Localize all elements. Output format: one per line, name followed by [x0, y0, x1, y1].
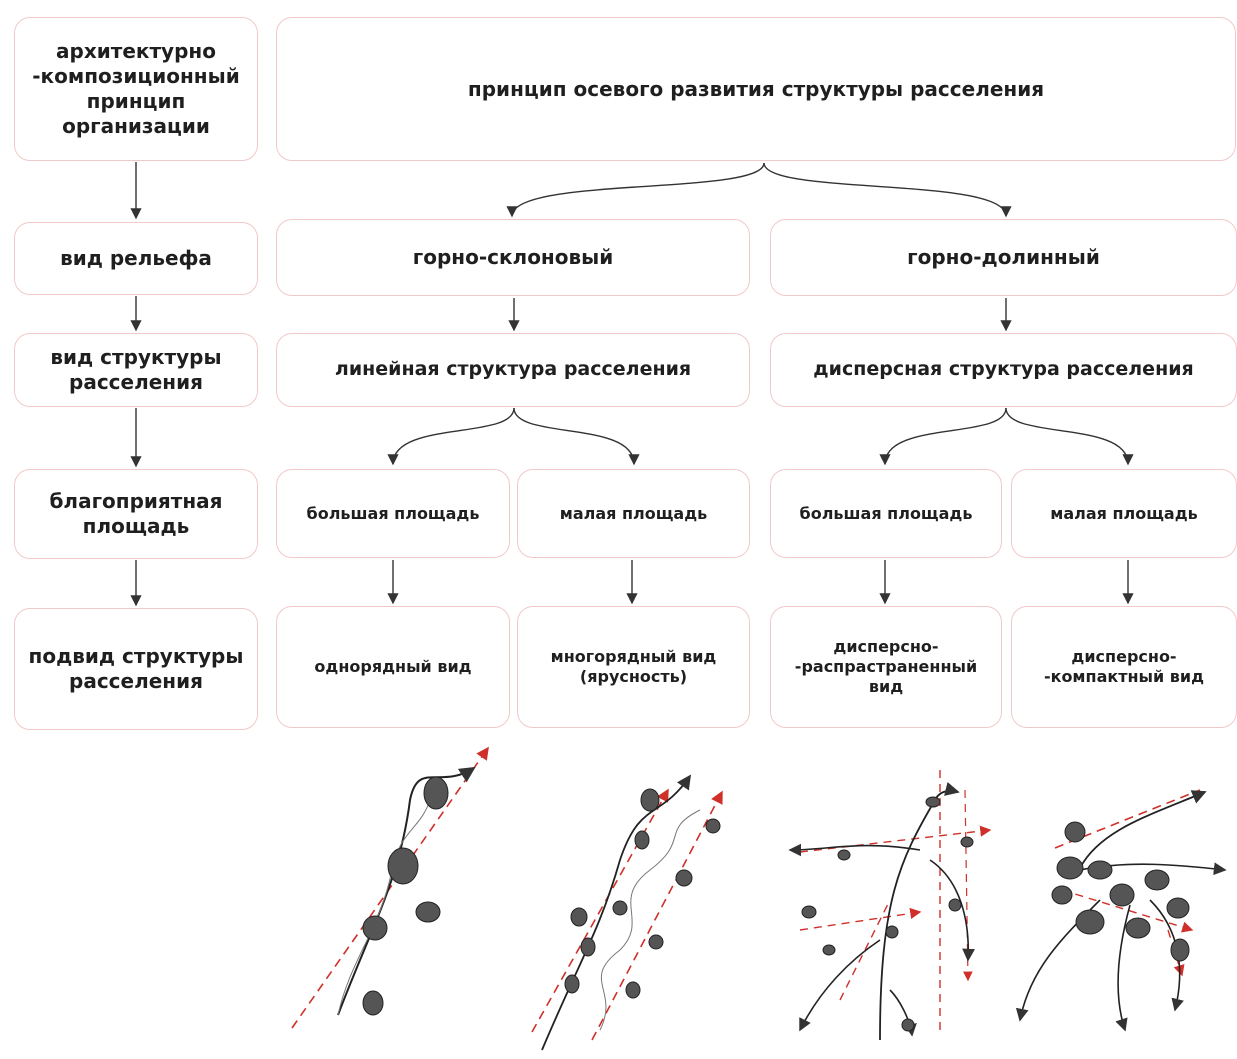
sketch-multi-row	[531, 774, 723, 1051]
dispersed-spread-subtype-box: дисперсно- -распрастраненный вид	[770, 606, 1002, 728]
single-row-subtype-box: однорядный вид	[276, 606, 510, 728]
relief-valley-box: горно-долинный	[770, 219, 1237, 296]
dispersed-small-area-box: малая площадь	[1011, 469, 1237, 558]
linear-structure-box: линейная структура расселения	[276, 333, 750, 407]
brace-top-left	[506, 162, 765, 218]
linear-large-area-box: большая площадь	[276, 469, 510, 558]
multi-row-subtype-box: многорядный вид (ярусность)	[517, 606, 750, 728]
dispersed-compact-subtype-box: дисперсно- -компактный вид	[1011, 606, 1237, 728]
sketch-single-row	[291, 746, 489, 1029]
brace-linear-right	[513, 407, 640, 466]
favorable-area-label-box: благоприятная площадь	[14, 469, 258, 559]
brace-dispersed-right	[1005, 407, 1134, 466]
relief-label-box: вид рельефа	[14, 222, 258, 295]
brace-top-right	[763, 162, 1012, 218]
sketch-dispersed-compact	[1015, 789, 1227, 1032]
axial-principle-box: принцип осевого развития структуры рассе…	[276, 17, 1236, 161]
brace-dispersed-left	[879, 407, 1007, 466]
sketch-dispersed-spread	[788, 770, 992, 1041]
linear-small-area-box: малая площадь	[517, 469, 750, 558]
relief-slope-box: горно-склоновый	[276, 219, 750, 296]
dispersed-structure-box: дисперсная структура расселения	[770, 333, 1237, 407]
structure-type-label-box: вид структуры расселения	[14, 333, 258, 407]
brace-linear-left	[387, 407, 515, 466]
dispersed-large-area-box: большая площадь	[770, 469, 1002, 558]
principle-label-box: архитектурно -композиционный принцип орг…	[14, 17, 258, 161]
subtype-label-box: подвид структуры расселения	[14, 608, 258, 730]
